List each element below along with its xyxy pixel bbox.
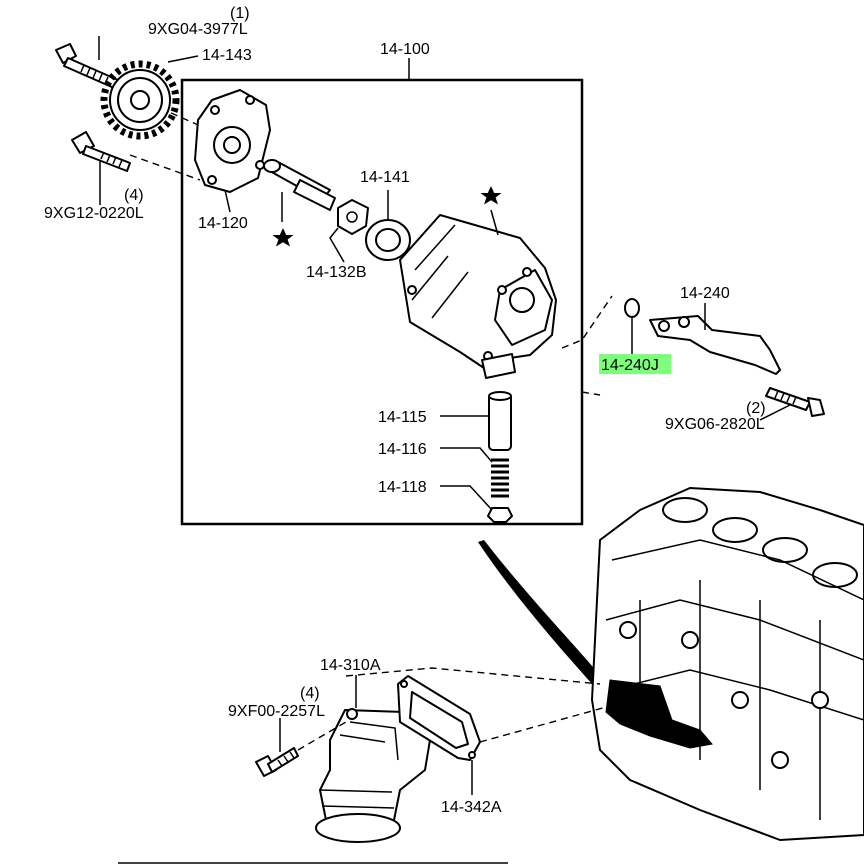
part-number-label[interactable]: 14-118: [378, 479, 427, 496]
gasket-14-342a-icon[interactable]: [397, 675, 481, 761]
bolt-9xg04-icon[interactable]: [55, 43, 119, 89]
part-number-label[interactable]: 14-100: [380, 41, 430, 58]
qty-label: (1): [230, 5, 250, 22]
star-icon: [272, 228, 294, 247]
highlight-marker: [599, 354, 671, 374]
part-number-label[interactable]: 14-115: [378, 409, 427, 426]
part-number-label[interactable]: 9XF00-2257L: [228, 703, 325, 720]
part-number-label[interactable]: 14-141: [360, 169, 410, 186]
front-cover-14-120-icon[interactable]: [194, 89, 271, 193]
part-number-label[interactable]: 14-132B: [306, 264, 367, 281]
pump-shaft-icon[interactable]: [263, 159, 336, 211]
pump-body-icon[interactable]: [399, 214, 557, 379]
part-number-label[interactable]: 14-240J: [601, 357, 659, 374]
bolt-9xf00-icon[interactable]: [255, 747, 299, 777]
o-ring-14-240j-icon[interactable]: [624, 298, 640, 318]
part-number-label[interactable]: 14-120: [198, 215, 248, 232]
location-pointer-icon: [478, 540, 620, 706]
pump-assembly-frame: [180, 78, 584, 526]
part-number-label[interactable]: 14-143: [202, 47, 252, 64]
outer-rotor-14-141-icon[interactable]: [365, 219, 411, 261]
part-number-label[interactable]: 14-240: [680, 285, 730, 302]
qty-label: (2): [746, 400, 766, 417]
inner-rotor-14-132b-icon[interactable]: [337, 199, 369, 235]
part-number-label[interactable]: 9XG04-3977L: [148, 21, 248, 38]
part-number-label[interactable]: 9XG06-2820L: [665, 416, 765, 433]
plug-14-118-icon[interactable]: [487, 507, 513, 523]
plunger-14-115-icon[interactable]: [488, 391, 512, 451]
bolt-9xg06-icon[interactable]: [765, 387, 825, 417]
qty-label: (4): [124, 187, 144, 204]
part-number-label[interactable]: 14-116: [378, 441, 427, 458]
qty-label: (4): [300, 685, 320, 702]
engine-block-icon: [591, 487, 864, 841]
star-icon: [480, 186, 502, 205]
oil-strainer-14-240-icon[interactable]: [649, 315, 781, 375]
part-number-label[interactable]: 14-310A: [320, 657, 381, 674]
spring-14-116-icon[interactable]: [491, 458, 509, 502]
sprocket-14-143-icon[interactable]: [100, 60, 180, 140]
bolt-9xg12-icon[interactable]: [71, 131, 131, 172]
part-number-label[interactable]: 14-342A: [441, 799, 502, 816]
part-number-label[interactable]: 9XG12-0220L: [44, 205, 144, 222]
